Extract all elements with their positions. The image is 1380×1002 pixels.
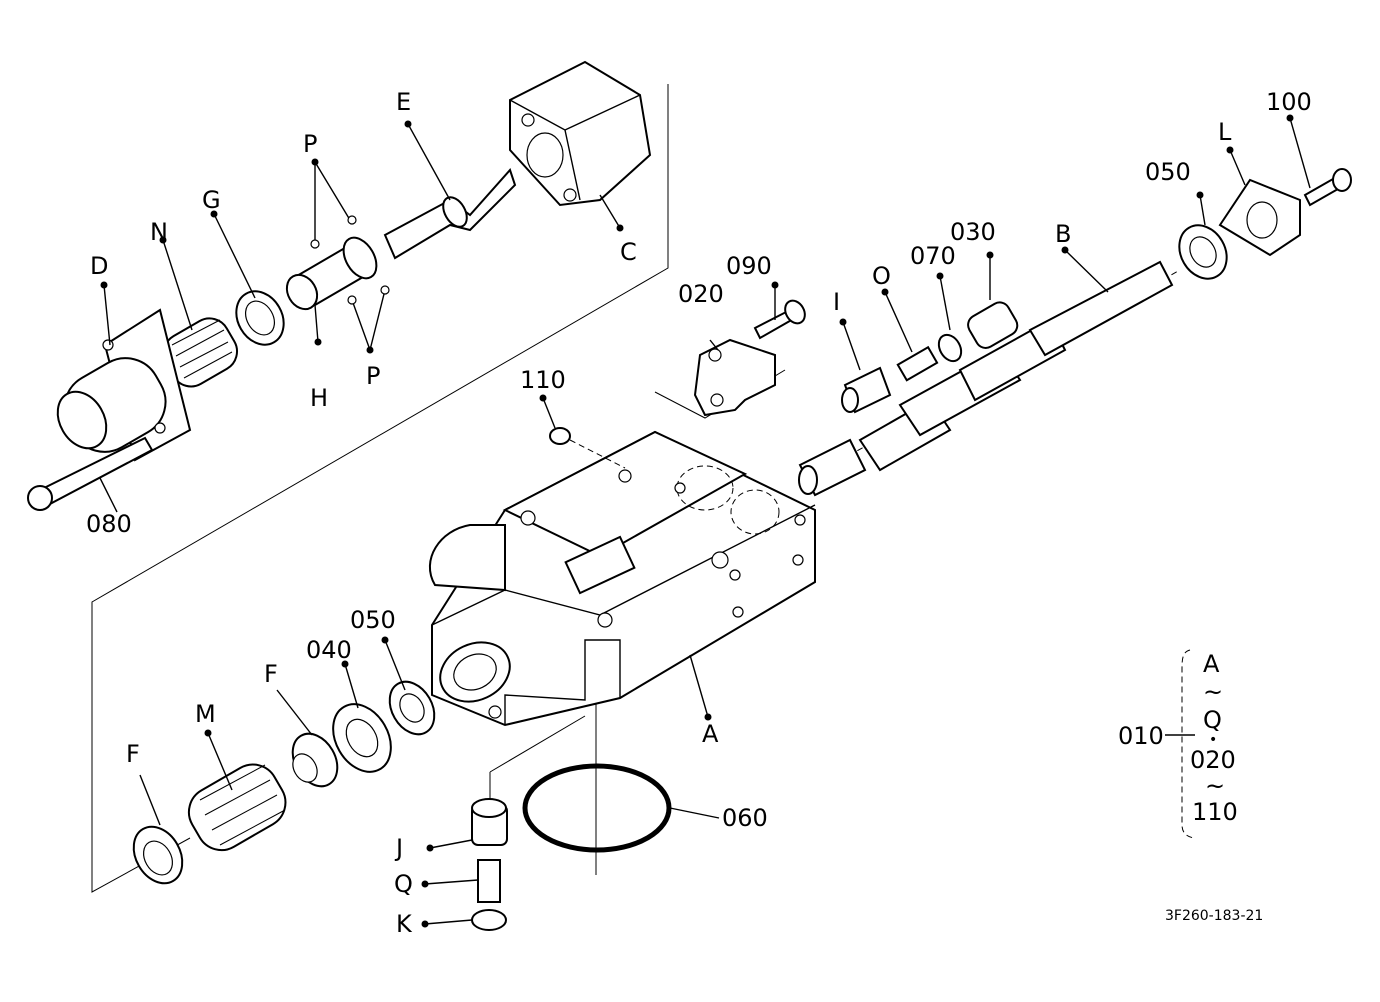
drawing-code: 3F260-183-21 xyxy=(1165,908,1263,924)
label-100: 100 xyxy=(1266,88,1312,116)
valve-J xyxy=(471,798,508,846)
label-050-right: 050 xyxy=(1145,158,1191,186)
label-C: C xyxy=(620,238,637,266)
label-P-1: P xyxy=(303,130,317,158)
bolt-080 xyxy=(27,436,154,511)
label-M: M xyxy=(195,700,216,728)
washer-K xyxy=(471,909,507,931)
label-E: E xyxy=(396,88,411,116)
label-030: 030 xyxy=(950,218,996,246)
legend-tilde-1: ~ xyxy=(1203,678,1223,706)
plug-030 xyxy=(967,301,1019,349)
label-040: 040 xyxy=(306,636,352,664)
part-labels: A B C D E F F G H I J K L M N O P P Q 01… xyxy=(86,88,1312,938)
spring-Q xyxy=(477,859,501,903)
label-070: 070 xyxy=(910,242,956,270)
label-N: N xyxy=(150,218,168,246)
label-K: K xyxy=(396,910,413,938)
cap-F-right xyxy=(291,732,339,788)
label-D: D xyxy=(90,252,108,280)
label-P-2: P xyxy=(366,362,380,390)
legend-start: A xyxy=(1203,650,1220,678)
bolt-100 xyxy=(1303,168,1352,207)
ring-040 xyxy=(332,703,392,773)
legend-end-2: 110 xyxy=(1192,798,1238,826)
label-010: 010 xyxy=(1118,722,1164,750)
label-020: 020 xyxy=(678,280,724,308)
label-F-2: F xyxy=(264,660,278,688)
spring-M xyxy=(187,763,287,852)
o-ring-070 xyxy=(937,333,963,363)
plug-110 xyxy=(549,427,571,445)
label-080: 080 xyxy=(86,510,132,538)
seal-050-right xyxy=(1178,224,1228,280)
cover-block-C xyxy=(509,60,652,207)
bracket-020 xyxy=(693,338,776,417)
label-O: O xyxy=(872,262,891,290)
legend-end-1: Q xyxy=(1203,706,1222,734)
label-F-1: F xyxy=(126,740,140,768)
spool-assembly xyxy=(798,260,1181,497)
label-110: 110 xyxy=(520,366,566,394)
label-090: 090 xyxy=(726,252,772,280)
label-A: A xyxy=(702,720,719,748)
label-Q: Q xyxy=(394,870,413,898)
legend-start-2: 020 xyxy=(1190,746,1236,774)
o-ring-060 xyxy=(522,763,672,853)
assembly-legend: A ~ Q • 020 ~ 110 xyxy=(1181,649,1238,839)
spool-E xyxy=(383,168,517,260)
cap-F-left xyxy=(132,825,184,885)
leader-lines xyxy=(99,117,1311,925)
label-L: L xyxy=(1218,118,1232,146)
label-G: G xyxy=(202,186,221,214)
label-H: H xyxy=(310,384,328,412)
label-050-left: 050 xyxy=(350,606,396,634)
spring-O xyxy=(896,345,939,382)
screw-090 xyxy=(753,299,806,340)
label-060: 060 xyxy=(722,804,768,832)
plate-L xyxy=(1218,178,1301,257)
ring-G-inner xyxy=(244,300,276,336)
label-B: B xyxy=(1055,220,1071,248)
legend-tilde-2: ~ xyxy=(1205,772,1225,800)
label-I: I xyxy=(833,288,840,316)
solenoid-D xyxy=(56,308,192,462)
legend-dot: • xyxy=(1209,732,1217,748)
leader-dots xyxy=(100,114,1294,928)
label-J: J xyxy=(394,834,403,862)
sleeve-H xyxy=(285,236,378,311)
valve-body-A xyxy=(429,430,816,727)
seal-050-left xyxy=(388,680,436,736)
